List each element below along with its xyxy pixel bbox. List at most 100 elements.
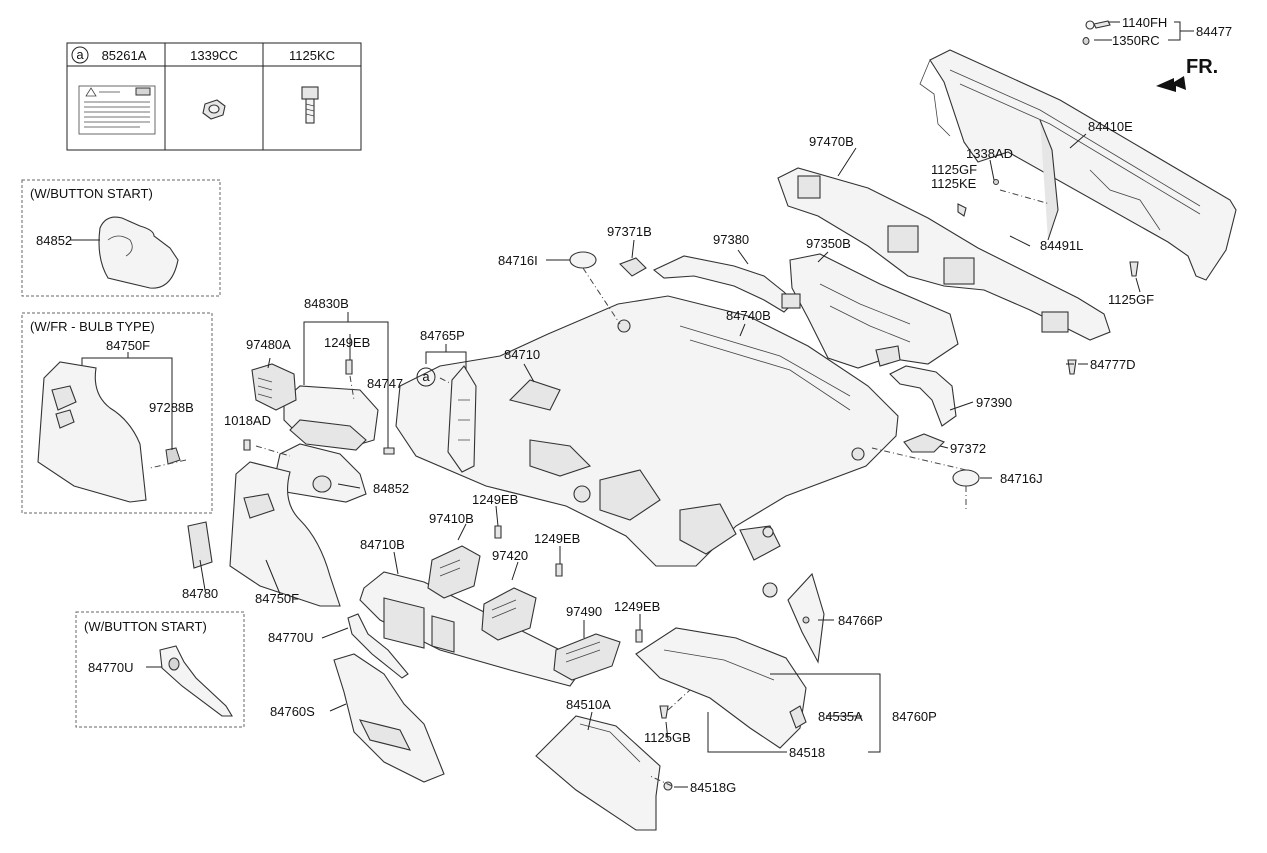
center-fascia <box>359 571 581 687</box>
warning-label-image <box>78 85 156 135</box>
callout-84852-upper: 84852 <box>36 233 72 248</box>
leader-lines <box>199 21 1194 788</box>
callout-84770U-main: 84770U <box>268 630 314 645</box>
callout-84518G: 84518G <box>690 780 736 795</box>
cover-84716J <box>952 469 980 487</box>
callout-97288B: 97288B <box>149 400 194 415</box>
part-callouts: 1140FH 84477 1350RC 84410E 97470B 1338AD… <box>36 15 1232 795</box>
callout-84716I: 84716I <box>498 253 538 268</box>
legend-circle-mark <box>71 46 89 64</box>
callout-1125KE: 1125KE <box>931 176 977 191</box>
screw-1249EB-c <box>555 563 563 577</box>
glove-box-housing <box>635 627 807 749</box>
callout-84491L: 84491L <box>1040 238 1083 253</box>
callout-97470B: 97470B <box>809 134 854 149</box>
bolt-1125GF <box>1129 261 1139 277</box>
side-cover-84765P <box>447 365 477 473</box>
callout-84747: 84747 <box>367 376 403 391</box>
bolt-1125GB <box>659 705 669 719</box>
callout-97490: 97490 <box>566 604 602 619</box>
callout-84750F-main: 84750F <box>255 591 299 606</box>
callout-84510A: 84510A <box>566 697 611 712</box>
front-direction-indicator: FR. <box>1156 56 1218 92</box>
callout-84765P: 84765P <box>420 328 465 343</box>
bolt-1125KE <box>957 203 967 217</box>
callout-1125GB: 1125GB <box>644 730 691 745</box>
clip-84747 <box>383 447 395 455</box>
callout-84760S: 84760S <box>270 704 315 719</box>
callout-1338AD: 1338AD <box>966 146 1013 161</box>
screw-1018AD <box>243 439 251 451</box>
heater-duct <box>777 167 1111 341</box>
vent-97410B <box>427 545 481 599</box>
callout-97480A: 97480A <box>246 337 291 352</box>
cluster-housing <box>275 385 379 503</box>
callout-84777D: 84777D <box>1090 357 1136 372</box>
alignment-dash-lines <box>149 189 1051 787</box>
callout-97372: 97372 <box>950 441 986 456</box>
callout-84535A: 84535A <box>818 709 863 724</box>
callout-84766P: 84766P <box>838 613 883 628</box>
callout-97410B: 97410B <box>429 511 474 526</box>
variant-label-button-start-lower: (W/BUTTON START) <box>84 619 207 634</box>
variant-box-button-start-upper: (W/BUTTON START) <box>21 179 221 297</box>
callout-97350B: 97350B <box>806 236 851 251</box>
callout-84716J: 84716J <box>1000 471 1043 486</box>
front-direction-label: FR. <box>1186 56 1218 78</box>
screw-84777D <box>1067 359 1077 375</box>
cover-84716I <box>569 251 597 269</box>
callout-97380: 97380 <box>713 232 749 247</box>
side-duct-left <box>619 255 801 313</box>
callout-1249EB-d: 1249EB <box>614 599 660 614</box>
variant-label-button-start-upper: (W/BUTTON START) <box>30 186 153 201</box>
callout-1350RC: 1350RC <box>1112 33 1160 48</box>
center-air-duct <box>789 253 959 369</box>
callout-84852-lower: 84852 <box>373 481 409 496</box>
glove-box-84510A <box>535 715 661 831</box>
callout-97420: 97420 <box>492 548 528 563</box>
legend-header-1: 85261A <box>102 48 147 63</box>
screw-1249EB-d <box>635 629 643 643</box>
callout-1140FH: 1140FH <box>1122 15 1167 30</box>
callout-1249EB-a: 1249EB <box>324 335 370 350</box>
side-duct-right <box>889 365 957 453</box>
callout-1125GF-lower: 1125GF <box>1108 292 1154 307</box>
cowl-cross-bar <box>919 49 1237 281</box>
variant-box-fr-bulb-type: (W/FR - BULB TYPE) <box>21 312 213 514</box>
callout-84477: 84477 <box>1196 24 1232 39</box>
variant-box-button-start-lower: (W/BUTTON START) <box>75 611 245 728</box>
callout-84760P: 84760P <box>892 709 937 724</box>
vent-97420 <box>481 587 537 641</box>
callout-1125GF-upper: 1125GF <box>931 162 977 177</box>
front-arrow-icon <box>1156 76 1186 92</box>
callout-84740B: 84740B <box>726 308 771 323</box>
callout-84710: 84710 <box>504 347 540 362</box>
callout-1249EB-c: 1249EB <box>534 531 580 546</box>
vent-97490 <box>553 633 621 681</box>
legend-table: a 85261A 1339CC 1125KC <box>66 42 362 151</box>
top-fasteners <box>1082 20 1111 45</box>
crash-pad-assembly <box>395 295 899 598</box>
callout-1249EB-b: 1249EB <box>472 492 518 507</box>
screw-1249EB-a <box>345 359 353 375</box>
callout-84518: 84518 <box>789 745 825 760</box>
callout-97390: 97390 <box>976 395 1012 410</box>
callout-84750F-box: 84750F <box>106 338 150 353</box>
callout-84410E: 84410E <box>1088 119 1133 134</box>
variant-label-fr-bulb-type: (W/FR - BULB TYPE) <box>30 319 155 334</box>
lower-cover-84760S <box>333 653 445 783</box>
callout-84770U-box: 84770U <box>88 660 134 675</box>
legend-header-3: 1125KC <box>289 48 335 63</box>
callout-84830B: 84830B <box>304 296 349 311</box>
callout-1018AD: 1018AD <box>224 413 271 428</box>
lower-panel-84750F <box>187 461 341 607</box>
side-cover-84766P <box>787 572 825 664</box>
nut-image <box>202 99 226 120</box>
lower-trim-84770U <box>347 613 409 679</box>
reference-circle-a-letter: a <box>422 369 430 384</box>
reference-circle-a <box>416 367 436 387</box>
callout-84710B: 84710B <box>360 537 405 552</box>
callout-97371B: 97371B <box>607 224 652 239</box>
